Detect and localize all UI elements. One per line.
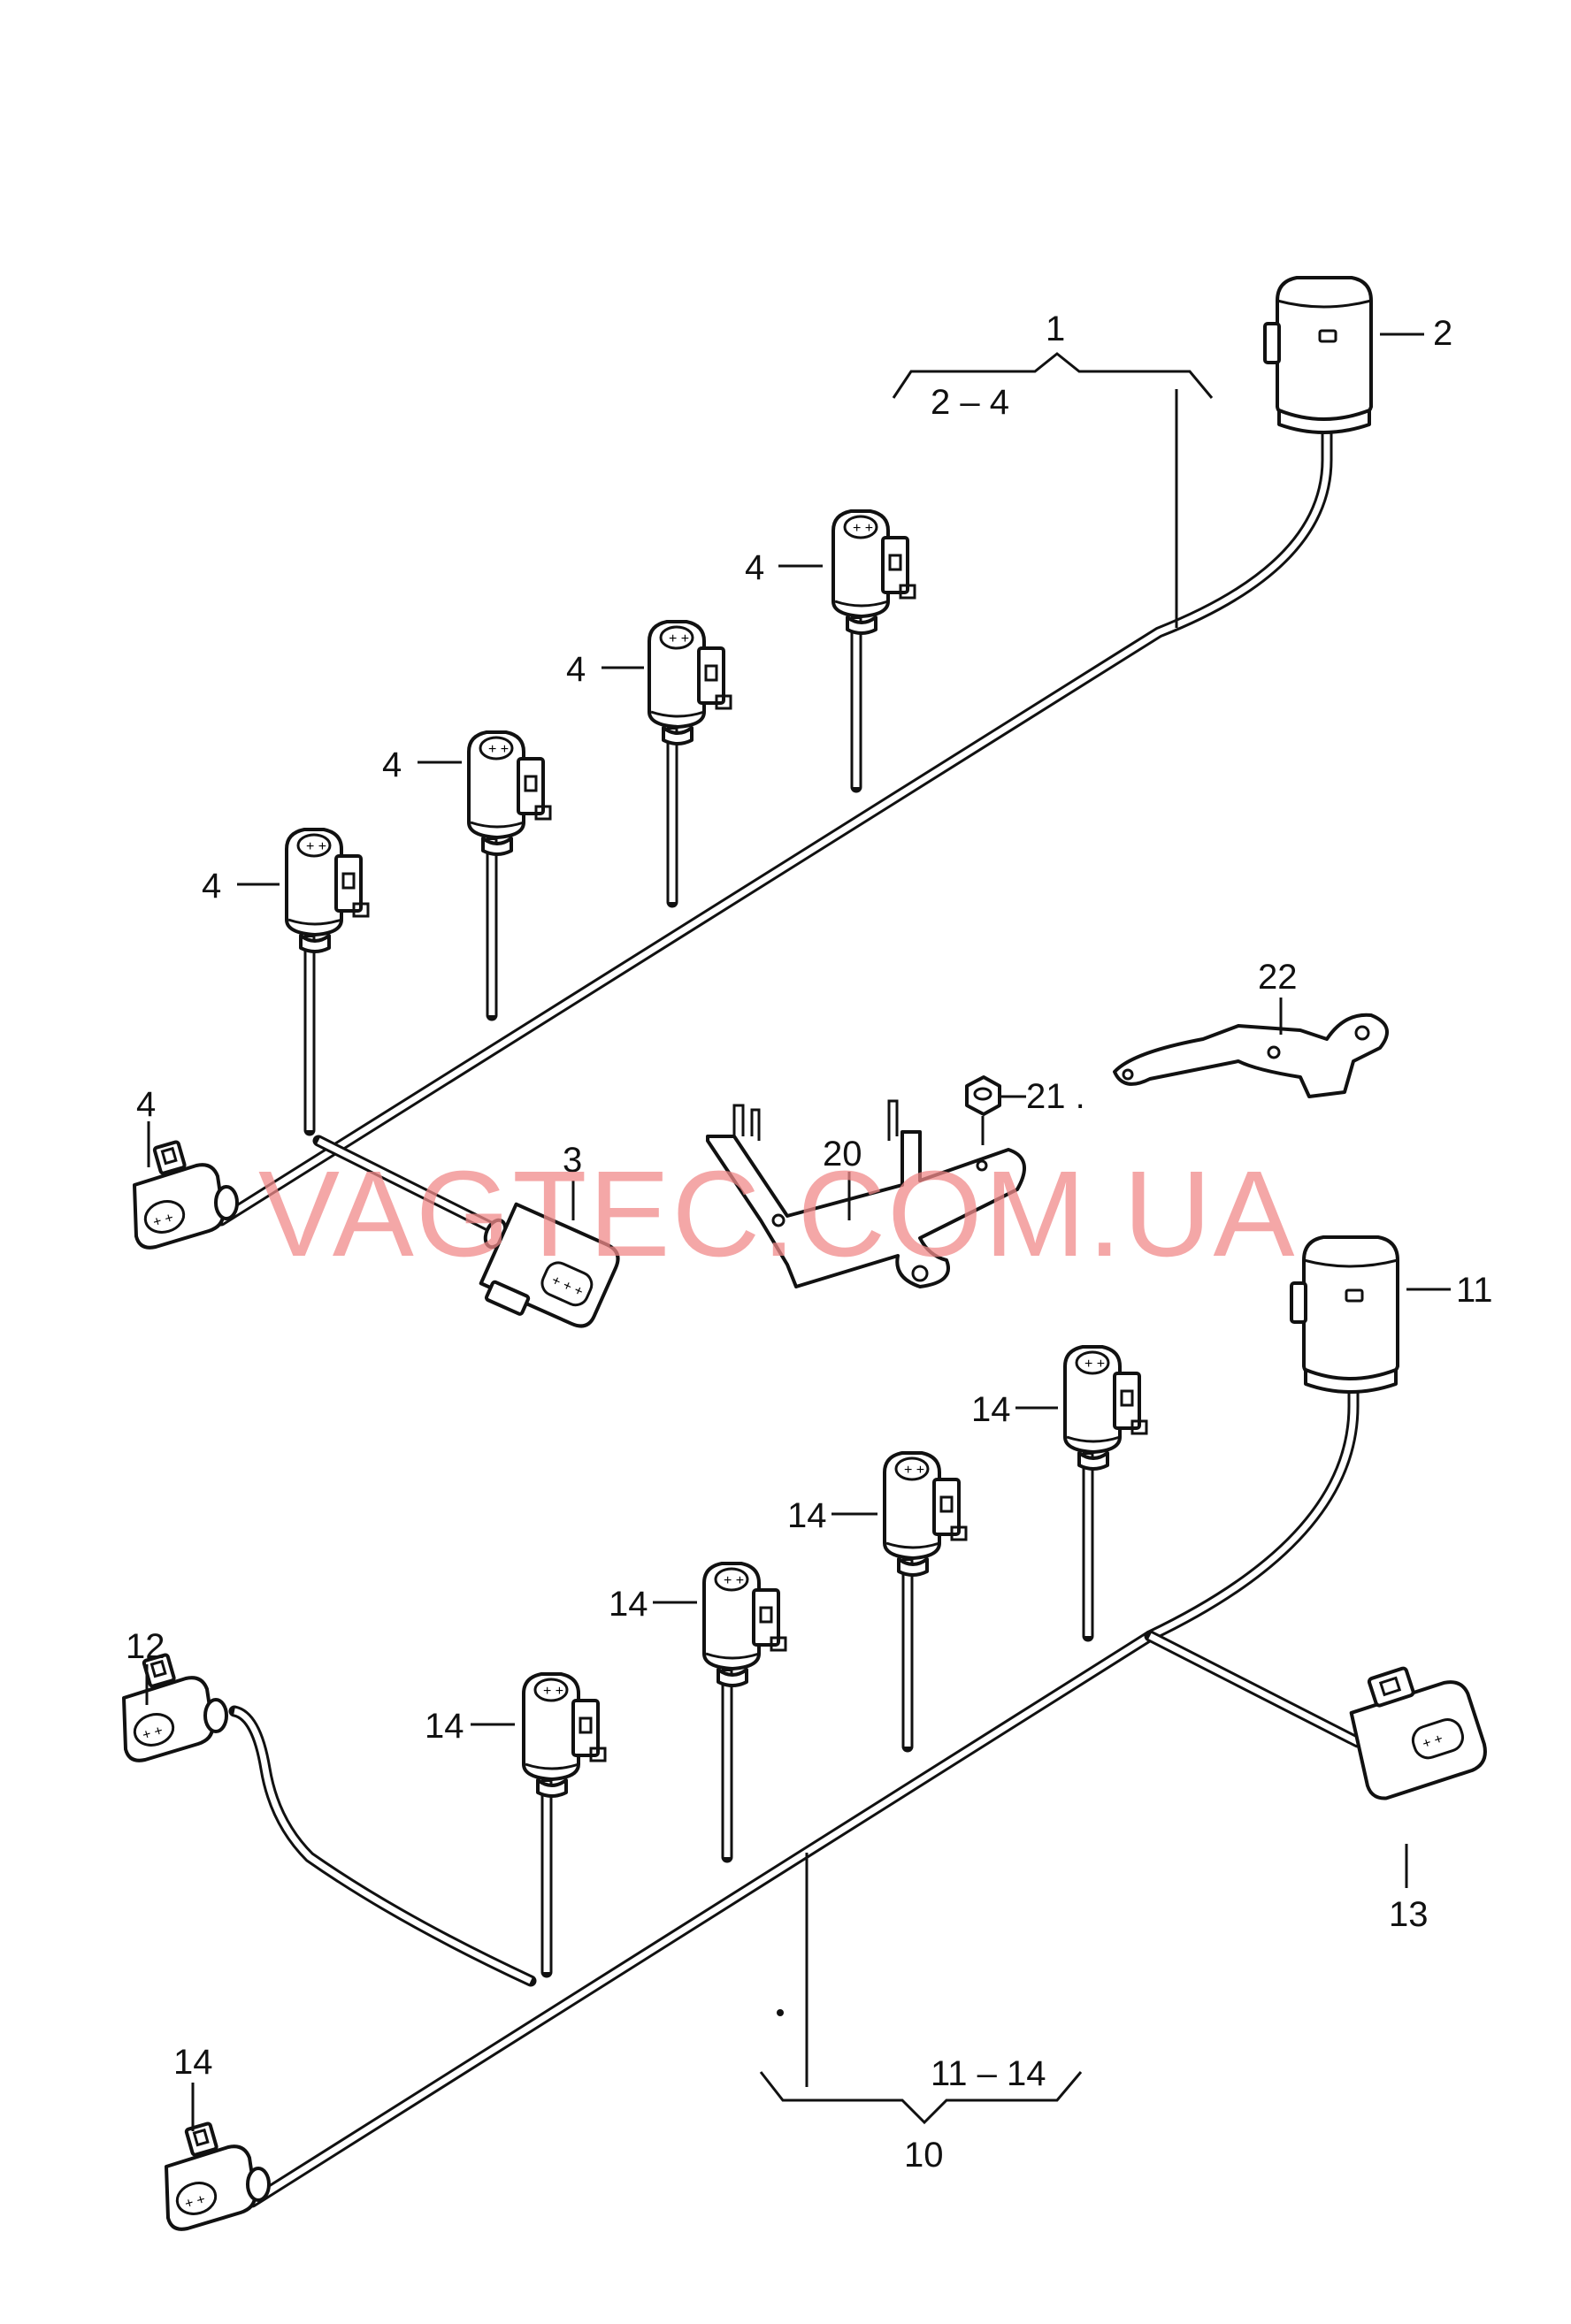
callout-4: 4 [136, 1085, 156, 1124]
svg-text:+ +: + + [1421, 1732, 1445, 1752]
callout-3: 3 [563, 1141, 582, 1180]
connector-13: + + [1349, 1666, 1487, 1800]
callout-4: 4 [566, 650, 586, 689]
callout-13: 13 [1389, 1895, 1429, 1934]
connector-3: + + + [479, 1202, 620, 1328]
main-connector-11 [1290, 1235, 1399, 1394]
callout-10: 10 [904, 2136, 944, 2175]
callout-4: 4 [202, 867, 221, 906]
callout-2: 2 [1433, 314, 1452, 353]
injector-connector-4 [831, 509, 916, 635]
upper-harness: + + + [133, 276, 1373, 1328]
injector-connector-14 [883, 1451, 968, 1577]
bracket-20 [706, 1099, 1026, 1288]
bracket-22 [1113, 1013, 1389, 1098]
callout-12: 12 [126, 1627, 165, 1666]
callout-11: 11 [1456, 1271, 1493, 1310]
injector-connector-14 [522, 1672, 607, 1798]
injector-connector-4 [648, 620, 732, 745]
callout-22: 22 [1258, 958, 1298, 997]
injector-connector-4 [285, 828, 370, 953]
leader-lines [145, 333, 1451, 2131]
watermark: VAGTEC.COM.UA [258, 1146, 1297, 1282]
callout-1: 1 [1046, 310, 1065, 348]
callout-4: 4 [382, 745, 402, 784]
callout-14: 14 [971, 1390, 1011, 1429]
callout-14: 14 [173, 2043, 213, 2082]
connector-12 [122, 1652, 228, 1762]
callout-21: 21 . [1026, 1077, 1085, 1116]
nut-21 [965, 1075, 1001, 1145]
lower-harness: + + [122, 1235, 1487, 2231]
callout-2-4: 2 – 4 [931, 383, 1009, 422]
callout-20: 20 [823, 1135, 862, 1173]
callout-14: 14 [425, 1707, 464, 1746]
injector-connector-14 [702, 1562, 787, 1687]
group-brace-10 [759, 1853, 1083, 2125]
callout-4: 4 [745, 548, 764, 587]
callout-11-14: 11 – 14 [931, 2054, 1046, 2093]
stray-dot [777, 2009, 784, 2016]
injector-connector-14 [1063, 1345, 1148, 1471]
main-connector-2 [1263, 276, 1373, 434]
callout-14: 14 [609, 1585, 648, 1624]
injector-connector-4 [467, 730, 552, 856]
end-connector-14 [165, 2121, 271, 2231]
callout-14: 14 [787, 1496, 827, 1535]
callout-labels: 1 2 – 4 2 4 4 4 4 4 3 20 21 . 22 11 14 1… [126, 310, 1493, 2175]
group-brace-1 [892, 352, 1214, 628]
